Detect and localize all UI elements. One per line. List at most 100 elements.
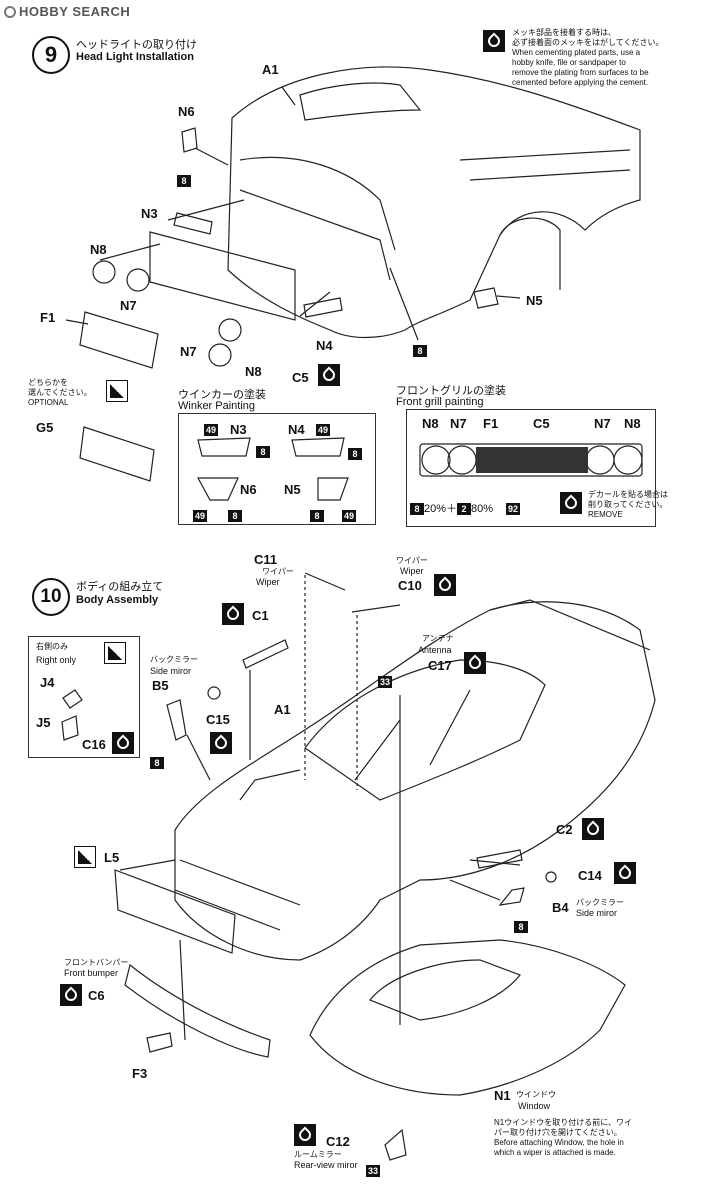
winker-title-en: Winker Painting xyxy=(178,400,256,412)
paint-code-49: 49 xyxy=(316,424,331,436)
b4-jp: バックミラー xyxy=(576,898,624,907)
winker-title-jp: ウインカーの塗装 xyxy=(178,389,266,401)
paint-code-33: 33 xyxy=(366,1165,381,1177)
c11-jp: ワイパー xyxy=(262,567,294,576)
plating-note-en3: remove the plating from surfaces to be xyxy=(512,68,649,77)
direction-icon xyxy=(74,846,96,868)
decal-jp1: デカールを貼る場合は xyxy=(588,490,668,499)
c11-en: Wiper xyxy=(256,577,280,587)
optional-jp1: どちらかを xyxy=(28,378,68,387)
decal-jp2: 削り取ってください。 xyxy=(588,500,668,509)
hobby-search-logo-icon xyxy=(4,5,16,18)
plating-note-jp2: 必ず接着面のメッキをはがしてください。 xyxy=(512,38,664,47)
step-9-title-en: Head Light Installation xyxy=(76,51,194,63)
part-b5-label: B5 xyxy=(152,678,169,693)
plating-note-en4: cemented before applying the cement. xyxy=(512,78,649,87)
c12-jp: ルームミラー xyxy=(294,1150,342,1159)
part-j5-label: J5 xyxy=(36,715,51,730)
paint-code-8: 8 xyxy=(410,503,424,515)
cement-icon xyxy=(318,364,340,386)
decal-note: デカールを貼る場合は 削り取ってください。 REMOVE xyxy=(588,490,668,520)
part-c14-label: C14 xyxy=(578,868,602,883)
step-10-title-jp: ボディの組み立て xyxy=(76,581,164,593)
grill-n8-label: N8 xyxy=(422,416,439,431)
optional-icon xyxy=(106,380,128,402)
cement-icon xyxy=(112,732,134,754)
b4-en: Side miror xyxy=(576,908,618,918)
part-f1-label: F1 xyxy=(40,310,56,325)
window-note-en1: Before attaching Window, the hole in xyxy=(494,1138,624,1147)
part-f3-label: F3 xyxy=(132,1066,148,1081)
window-note: N1ウインドウを取り付ける前に、ワイ パー取り付け穴を開けてください。 Befo… xyxy=(494,1118,694,1158)
mix-a-pct: 20%＋ xyxy=(424,503,458,515)
window-note-jp2: パー取り付け穴を開けてください。 xyxy=(494,1128,622,1137)
part-c10-label: C10 xyxy=(398,578,422,593)
grill-painting-box xyxy=(406,409,656,527)
grill-title-en: Front grill painting xyxy=(396,396,484,408)
paint-code-49: 49 xyxy=(342,510,357,522)
step-10-title-en: Body Assembly xyxy=(76,594,159,606)
paint-code-8: 8 xyxy=(310,510,324,522)
paint-code-8: 8 xyxy=(413,345,427,357)
cement-icon xyxy=(614,862,636,884)
winker-n5-label: N5 xyxy=(284,482,301,497)
part-c17-label: C17 xyxy=(428,658,452,673)
n1-jp: ウインドウ xyxy=(516,1090,556,1099)
cement-icon xyxy=(464,652,486,674)
part-a1-label: A1 xyxy=(262,62,279,77)
part-l5-label: L5 xyxy=(104,850,120,865)
antenna-jp: アンテナ xyxy=(422,634,454,643)
part-n1-label: N1 xyxy=(494,1088,511,1103)
car-body-front-outline xyxy=(227,66,641,339)
paint-code-92: 92 xyxy=(506,503,521,515)
paint-code-8: 8 xyxy=(228,510,242,522)
winker-painting-box xyxy=(178,413,376,525)
direction-icon xyxy=(104,642,126,664)
right-only-box xyxy=(28,636,140,758)
part-n8-label: N8 xyxy=(245,364,262,379)
part-c16-label: C16 xyxy=(82,737,106,752)
decal-en: REMOVE xyxy=(588,510,623,519)
grill-title-jp: フロントグリルの塗装 xyxy=(396,385,506,397)
plating-note-en1: When cementing plated parts, use a xyxy=(512,48,641,57)
b5-jp: バックミラー xyxy=(150,655,198,664)
grill-f1-label: F1 xyxy=(483,416,499,431)
cement-icon xyxy=(294,1124,316,1146)
paint-code-8: 8 xyxy=(514,921,528,933)
part-c5-label: C5 xyxy=(292,370,309,385)
part-c1-label: C1 xyxy=(252,608,269,623)
grill-n7-label: N7 xyxy=(450,416,467,431)
c12-en: Rear-view miror xyxy=(294,1160,358,1170)
car-body-side-outline xyxy=(174,601,656,961)
cement-icon xyxy=(210,732,232,754)
part-n3-label: N3 xyxy=(141,206,158,221)
watermark: HOBBY SEARCH xyxy=(4,4,130,19)
bumper-en: Front bumper xyxy=(64,968,119,978)
window-note-jp1: N1ウインドウを取り付ける前に、ワイ xyxy=(494,1118,632,1127)
part-j4-label: J4 xyxy=(40,675,55,690)
optional-en: OPTIONAL xyxy=(28,398,69,407)
b5-en: Side miror xyxy=(150,666,192,676)
winker-n4-label: N4 xyxy=(288,422,305,437)
winker-n3-label: N3 xyxy=(230,422,247,437)
step-10-number: 10 xyxy=(32,578,70,616)
part-c6-label: C6 xyxy=(88,988,105,1003)
part-n5-label: N5 xyxy=(526,293,543,308)
part-n7-label: N7 xyxy=(180,344,197,359)
step-9-title-jp: ヘッドライトの取り付け xyxy=(76,39,197,51)
plating-note-en2: hobby knife, file or sandpaper to xyxy=(512,58,626,67)
c10-en: Wiper xyxy=(400,566,424,576)
part-n8-label: N8 xyxy=(90,242,107,257)
c10-jp: ワイパー xyxy=(396,556,428,565)
bumper-jp: フロントバンパー xyxy=(64,958,129,967)
mix-b-pct: 80% xyxy=(471,503,494,515)
cement-icon xyxy=(60,984,82,1006)
paint-code-49: 49 xyxy=(204,424,219,436)
step-9-number: 9 xyxy=(32,36,70,74)
cement-icon xyxy=(483,30,505,52)
grill-n8-label: N8 xyxy=(624,416,641,431)
grill-c5-label: C5 xyxy=(533,416,550,431)
paint-code-2: 2 xyxy=(457,503,472,515)
